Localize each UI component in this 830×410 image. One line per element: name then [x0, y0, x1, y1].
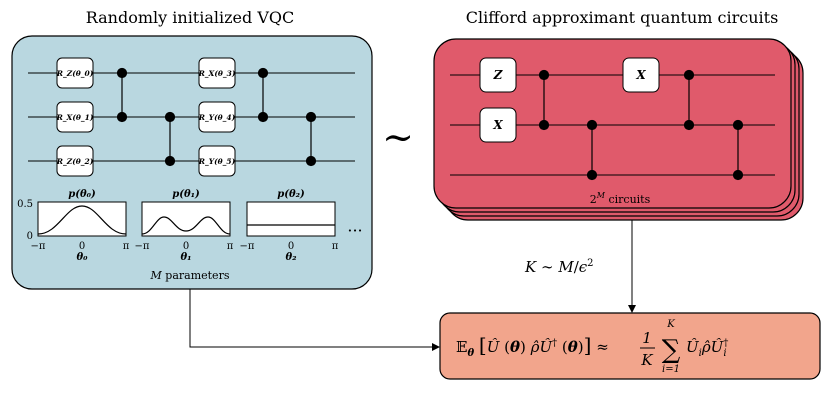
- gate-x-q0: X: [622, 57, 660, 93]
- svg-text:R_Z(θ_0): R_Z(θ_0): [56, 69, 94, 78]
- svg-text:K: K: [666, 319, 675, 330]
- distribution-plot-theta2: p(θ₂) −π 0 π θ₂: [240, 189, 339, 263]
- right-cz-gates: [538, 69, 744, 181]
- svg-text:∑: ∑: [662, 335, 681, 365]
- control-dot: [257, 67, 269, 79]
- fraction-1-over-k: 1 K: [640, 329, 655, 369]
- svg-text:1: 1: [642, 329, 652, 347]
- approx-tilde: ~: [382, 115, 414, 159]
- x-tick: 0: [79, 241, 85, 252]
- svg-text:i=1: i=1: [662, 364, 680, 375]
- plot-title: p(θ₂): [277, 189, 305, 200]
- gate-ry-theta5: R_Y(θ_5): [198, 145, 236, 177]
- svg-text:R_Y(θ_4): R_Y(θ_4): [198, 113, 236, 122]
- plots-ellipsis: ···: [347, 221, 362, 240]
- control-dot: [257, 111, 269, 123]
- control-dot: [164, 111, 176, 123]
- x-tick: π: [332, 241, 339, 252]
- control-dot: [164, 155, 176, 167]
- left-cz-gates: [116, 67, 317, 167]
- svg-text:R_X(θ_3): R_X(θ_3): [198, 69, 236, 78]
- svg-text:K: K: [640, 351, 653, 369]
- density-curve: [37, 205, 127, 235]
- gate-rx-theta3: R_X(θ_3): [198, 57, 236, 89]
- x-tick: π: [227, 241, 234, 252]
- formula-box: [439, 312, 821, 380]
- gate-rz-theta2: R_Z(θ_2): [56, 145, 94, 177]
- x-tick: 0: [288, 241, 294, 252]
- arrow-vqc-to-formula: [189, 289, 434, 348]
- control-dot: [116, 111, 128, 123]
- arrowhead-right: [432, 343, 440, 351]
- gate-rz-theta0: R_Z(θ_0): [56, 57, 94, 89]
- control-dot: [305, 111, 317, 123]
- plot-xlabel: θ₀: [76, 252, 88, 263]
- distribution-plot-theta1: p(θ₁) −π 0 π θ₁: [135, 189, 234, 263]
- svg-text:R_Z(θ_2): R_Z(θ_2): [56, 157, 94, 166]
- y-tick: 0.5: [17, 199, 33, 210]
- right-panel-footer: 2M circuits: [590, 191, 651, 206]
- density-curve: [141, 216, 231, 235]
- clifford-gates: Z X X: [479, 57, 660, 143]
- svg-text:Z: Z: [493, 68, 504, 82]
- x-tick: −π: [240, 241, 255, 252]
- summand: Ûiρ̂Û†i: [686, 338, 728, 359]
- front-circuit-card: [433, 38, 792, 209]
- left-panel-footer: M parameters: [150, 269, 230, 282]
- sample-count-label: K ∼ M/ϵ2: [524, 258, 594, 276]
- svg-text:X: X: [492, 118, 503, 132]
- plot-xlabel: θ₁: [180, 252, 191, 263]
- svg-text:R_X(θ_1): R_X(θ_1): [56, 113, 94, 122]
- summation: K ∑ i=1: [662, 319, 681, 375]
- x-tick: π: [123, 241, 130, 252]
- left-rotation-gates: R_Z(θ_0) R_X(θ_1) R_Z(θ_2) R_X(θ_3) R_Y(…: [56, 57, 236, 177]
- plot-title: p(θ₁): [172, 189, 200, 200]
- gate-z: Z: [479, 57, 517, 93]
- x-tick: 0: [183, 241, 189, 252]
- svg-text:R_Y(θ_5): R_Y(θ_5): [198, 157, 236, 166]
- stacked-circuit-cards: [433, 38, 804, 221]
- x-tick: −π: [31, 241, 46, 252]
- svg-text:X: X: [635, 68, 646, 82]
- control-dot: [305, 155, 317, 167]
- gate-ry-theta4: R_Y(θ_4): [198, 101, 236, 133]
- left-panel-title: Randomly initialized VQC: [86, 8, 295, 27]
- control-dot: [116, 67, 128, 79]
- x-tick: −π: [135, 241, 150, 252]
- distribution-plot-theta0: p(θ₀) 0.5 0 −π 0 π θ₀: [17, 189, 130, 263]
- averaging-formula: 𝔼θ [Û (θ) ρ̂Û† (θ)] ≈: [456, 333, 609, 360]
- gate-rx-theta1: R_X(θ_1): [56, 101, 94, 133]
- arrows: [189, 220, 633, 348]
- y-tick: 0: [27, 231, 33, 242]
- gate-x-q1: X: [479, 107, 517, 143]
- plot-xlabel: θ₂: [285, 252, 297, 263]
- plot-title: p(θ₀): [68, 189, 96, 200]
- arrowhead-down: [628, 305, 636, 313]
- right-panel-title: Clifford approximant quantum circuits: [466, 8, 779, 27]
